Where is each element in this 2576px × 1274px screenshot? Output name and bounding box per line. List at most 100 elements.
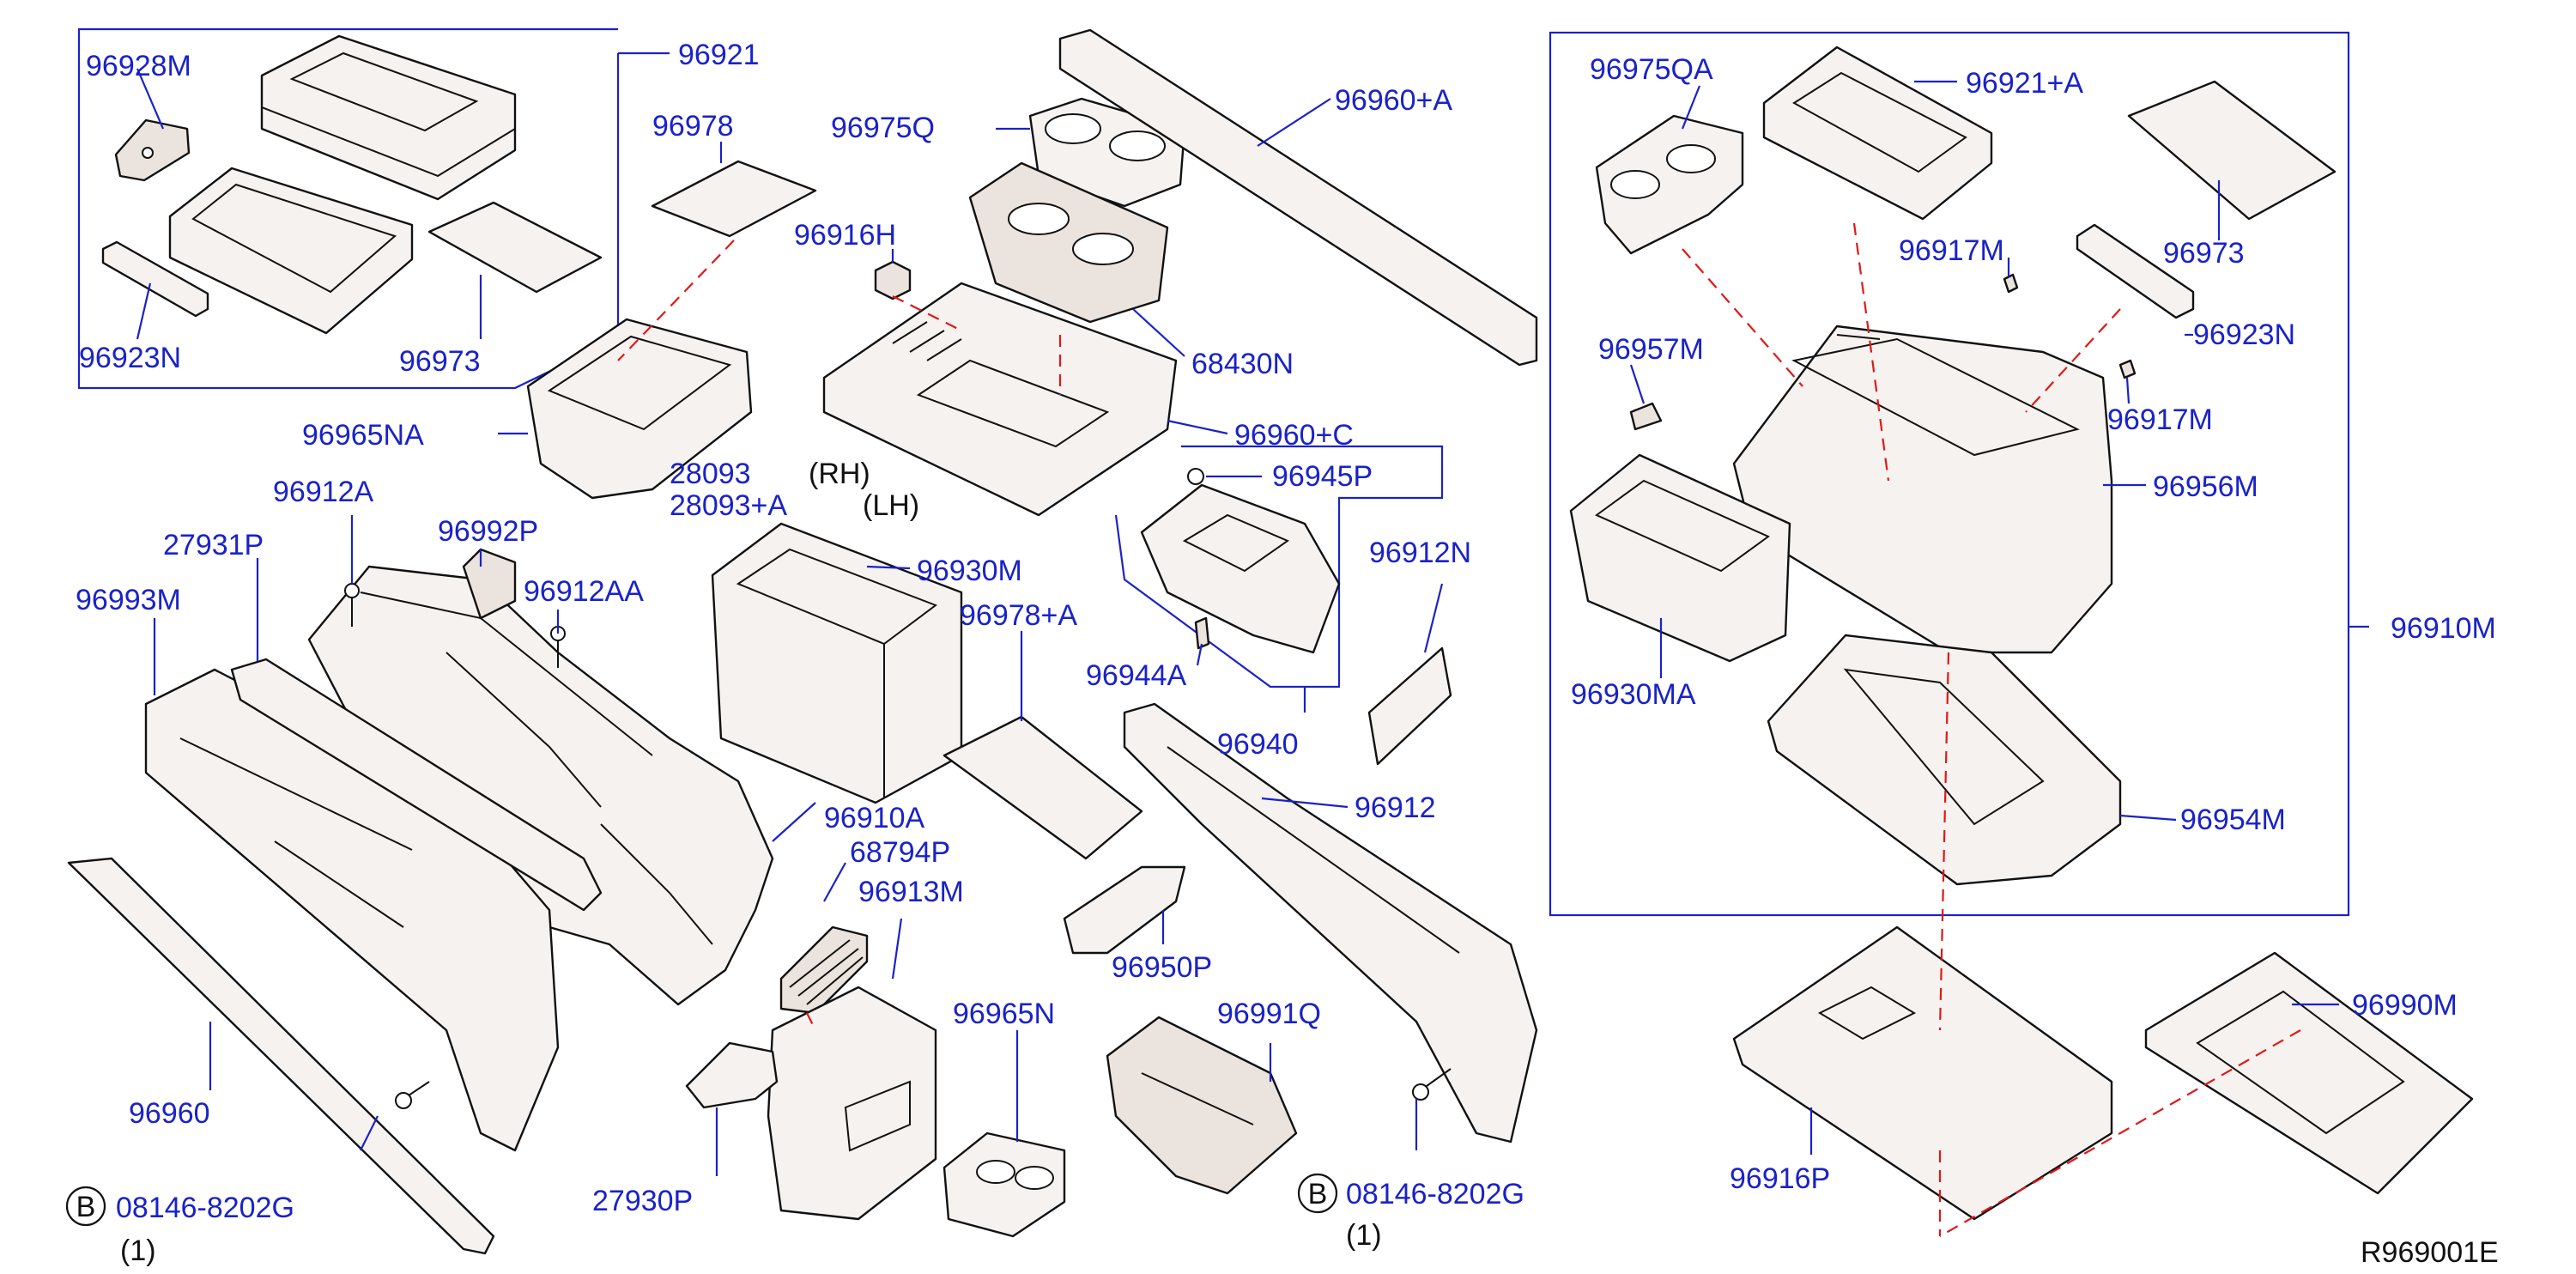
label-96990M[interactable]: 96990M	[2352, 989, 2458, 1022]
label-96917M-bottom[interactable]: 96917M	[2107, 403, 2213, 436]
label-96973-right[interactable]: 96973	[2163, 237, 2245, 270]
lid-latch-96928M[interactable]	[114, 118, 191, 182]
bracket-96992P[interactable]	[462, 548, 517, 620]
bolt-08146-right[interactable]	[1412, 1068, 1452, 1101]
bulb-96945P[interactable]	[1187, 468, 1204, 485]
diagram-reference-code: R969001E	[2361, 1236, 2499, 1269]
label-96940[interactable]: 96940	[1217, 728, 1299, 761]
label-96917M-top[interactable]: 96917M	[1899, 234, 2004, 267]
cupholder-frame-68430N[interactable]	[968, 161, 1169, 324]
front-strip-96960[interactable]	[67, 857, 495, 1255]
label-96923N-left[interactable]: 96923N	[79, 342, 181, 374]
label-96960[interactable]: 96960	[129, 1097, 210, 1130]
duct-27930P[interactable]	[685, 1041, 779, 1109]
pad-96950P[interactable]	[1063, 865, 1186, 955]
alignment-lines	[617, 222, 2301, 1237]
top-panel-96960C[interactable]	[822, 282, 1178, 517]
label-96978[interactable]: 96978	[652, 110, 734, 143]
leader-lines	[136, 68, 2339, 1176]
bolt-symbol-right: B	[1297, 1173, 1338, 1214]
pad-96973-left[interactable]	[427, 201, 603, 294]
label-96992P[interactable]: 96992P	[438, 515, 538, 548]
label-96950P[interactable]: 96950P	[1112, 951, 1212, 984]
clip-96917M-top[interactable]	[2003, 273, 2019, 294]
label-qty-right: (1)	[1346, 1219, 1382, 1252]
label-96916H[interactable]: 96916H	[794, 219, 896, 252]
label-96912N[interactable]: 96912N	[1369, 537, 1471, 569]
pad-96973-right[interactable]	[2127, 80, 2337, 221]
bracket-plate-96990M[interactable]	[2144, 951, 2474, 1195]
label-96945P[interactable]: 96945P	[1272, 460, 1373, 493]
socket-96944A[interactable]	[1194, 616, 1210, 650]
storage-box-96930MA[interactable]	[1569, 453, 1791, 663]
label-96991Q[interactable]: 96991Q	[1217, 998, 1321, 1030]
label-96916P[interactable]: 96916P	[1730, 1162, 1830, 1195]
label-27931P[interactable]: 27931P	[163, 529, 264, 561]
label-96956M[interactable]: 96956M	[2153, 470, 2258, 503]
armrest-lid-upper[interactable]	[260, 34, 517, 201]
cupholder-96975QA[interactable]	[1595, 114, 1744, 255]
label-28093-A[interactable]: 28093+A	[670, 489, 787, 522]
side-trim-27931P[interactable]	[230, 658, 603, 912]
label-96944A[interactable]: 96944A	[1086, 659, 1187, 692]
clip-96957M[interactable]	[1629, 402, 1663, 431]
label-96921[interactable]: 96921	[678, 39, 760, 71]
bracket-96991Q[interactable]	[1106, 1016, 1298, 1195]
label-96910M[interactable]: 96910M	[2391, 612, 2496, 645]
label-96910A[interactable]: 96910A	[824, 802, 925, 834]
cupholder-96965N[interactable]	[943, 1131, 1066, 1238]
label-96960-C[interactable]: 96960+C	[1234, 419, 1354, 452]
label-96923N-right[interactable]: 96923N	[2193, 318, 2295, 351]
label-08146-8202G-right[interactable]: 08146-8202G	[1346, 1178, 1524, 1210]
label-96930MA[interactable]: 96930MA	[1571, 678, 1696, 711]
armrest-lid-inner-frame[interactable]	[168, 167, 414, 335]
label-96930M[interactable]: 96930M	[917, 555, 1022, 587]
label-96912AA[interactable]: 96912AA	[524, 575, 644, 608]
label-96912A[interactable]: 96912A	[273, 476, 374, 508]
label-96928M[interactable]: 96928M	[86, 50, 191, 82]
lid-frame-96921A[interactable]	[1762, 46, 1993, 221]
panel-96912N[interactable]	[1367, 646, 1452, 766]
hinge-96923N-left[interactable]	[101, 240, 209, 318]
label-96978-A[interactable]: 96978+A	[960, 599, 1077, 632]
label-lh: (LH)	[863, 489, 919, 522]
label-96965N[interactable]: 96965N	[953, 998, 1055, 1030]
label-96912[interactable]: 96912	[1355, 792, 1436, 824]
bolt-08146-left[interactable]	[395, 1081, 430, 1109]
label-96965NA[interactable]: 96965NA	[302, 419, 424, 452]
grille-68794P[interactable]	[779, 925, 869, 1015]
bolt-symbol-left: B	[65, 1186, 106, 1227]
group-frame-console-assembly	[1549, 31, 2369, 917]
label-27930P[interactable]: 27930P	[592, 1185, 693, 1217]
label-96960-A[interactable]: 96960+A	[1335, 84, 1452, 117]
side-panel-96912[interactable]	[1123, 702, 1538, 1144]
label-96993M[interactable]: 96993M	[76, 584, 181, 616]
label-08146-8202G-left[interactable]: 08146-8202G	[116, 1192, 294, 1224]
label-96954M[interactable]: 96954M	[2180, 804, 2286, 836]
label-96975QA[interactable]: 96975QA	[1590, 53, 1713, 86]
storage-bin-96965NA[interactable]	[526, 318, 753, 500]
label-96975Q[interactable]: 96975Q	[831, 112, 935, 144]
bolt-symbol-letter-right: B	[1308, 1178, 1328, 1210]
label-96973-left[interactable]: 96973	[399, 345, 481, 378]
console-housing-96956M[interactable]	[1732, 325, 2113, 654]
hinge-96923N-right[interactable]	[2076, 223, 2195, 319]
label-qty-left: (1)	[120, 1235, 156, 1267]
label-96913M[interactable]: 96913M	[858, 876, 964, 908]
label-96921-A[interactable]: 96921+A	[1966, 67, 2083, 100]
label-68794P[interactable]: 68794P	[850, 836, 950, 869]
side-rail-96960A[interactable]	[1058, 28, 1538, 367]
label-68430N[interactable]: 68430N	[1191, 348, 1294, 380]
pad-96978[interactable]	[651, 160, 817, 238]
rear-panel-96913M[interactable]	[767, 986, 937, 1221]
console-base-96954M[interactable]	[1767, 634, 2122, 886]
floor-plate-96916P[interactable]	[1732, 925, 2113, 1221]
group-frame-shift-indicator	[1114, 445, 1444, 689]
clip-96917M-bottom[interactable]	[2118, 359, 2137, 379]
shift-indicator-96940[interactable]	[1140, 483, 1341, 654]
label-96957M[interactable]: 96957M	[1598, 333, 1704, 366]
cupholder-96975Q[interactable]	[1028, 97, 1186, 208]
label-28093[interactable]: 28093	[670, 458, 751, 490]
pad-96978-A[interactable]	[943, 715, 1143, 860]
clip-96916H[interactable]	[874, 260, 912, 300]
